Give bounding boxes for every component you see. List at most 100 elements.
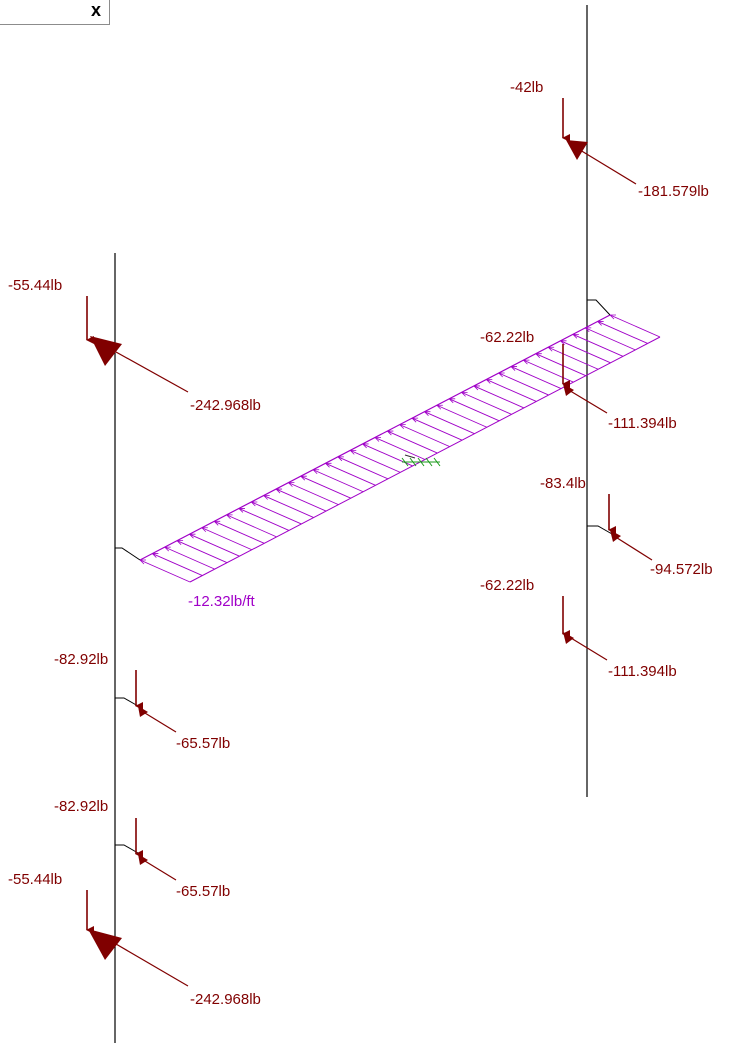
distributed-load-hatch-line [547, 346, 599, 370]
load-label-axial: -242.968lb [190, 991, 261, 1008]
distributed-load-arrowhead [213, 520, 221, 526]
distributed-load-arrowhead [349, 449, 357, 455]
axial-load-leader [139, 709, 177, 733]
axis-indicator-box: x [0, 0, 110, 25]
axial-load-leader [566, 388, 608, 414]
distributed-load-hatch-line [486, 379, 537, 402]
load-label-vertical: -55.44lb [8, 277, 62, 294]
distributed-load-arrowhead [387, 430, 394, 436]
load-label-axial: -242.968lb [190, 397, 261, 414]
distributed-load-hatch-line [374, 437, 426, 460]
distributed-load-hatch-line [350, 449, 401, 473]
distributed-load-hatch-line [411, 417, 463, 441]
distributed-load-hatch-line [238, 508, 290, 531]
distributed-load-hatch-line [214, 520, 265, 544]
distributed-load-hatch [139, 314, 661, 583]
distributed-load-arrowhead [597, 321, 604, 326]
joint-stub [115, 697, 139, 707]
distributed-load-hatch-line [263, 495, 314, 518]
load-triangle-left-lower [88, 929, 122, 960]
distributed-load-arrowhead [226, 514, 233, 520]
load-label-vertical: -83.4lb [540, 475, 586, 492]
distributed-load-arrowhead [572, 333, 579, 339]
distributed-load-arrowhead [325, 462, 332, 468]
load-label-axial: -94.572lb [650, 561, 713, 578]
axial-arrowhead [610, 530, 621, 542]
distributed-load-arrowhead [275, 488, 283, 494]
local-axis-icon [401, 454, 441, 467]
distributed-load-hatch-line [164, 546, 215, 570]
load-label-vertical: -82.92lb [54, 651, 108, 668]
distributed-load-hatch-line [226, 514, 277, 538]
distributed-load-arrowhead [312, 469, 320, 475]
load-label-vertical: -62.22lb [480, 577, 534, 594]
distributed-load-hatch-line [288, 482, 339, 506]
distributed-load-hatch-line [572, 333, 624, 357]
distributed-load-arrowhead [535, 353, 542, 358]
distributed-load-hatch-line [152, 553, 203, 576]
load-label-vertical: -42lb [510, 79, 543, 96]
distributed-load-hatch-line [560, 340, 611, 364]
axial-arrowhead [563, 384, 574, 396]
distributed-load-arrowhead [263, 495, 270, 500]
distributed-load-hatch-line [436, 404, 488, 428]
axis-label-x: x [91, 0, 102, 20]
distributed-load-arrowhead [201, 527, 208, 533]
distributed-load-arrowhead [152, 553, 159, 558]
axial-arrowhead [563, 632, 574, 644]
distributed-load-hatch-line [387, 430, 438, 454]
distributed-load-hatch-line [251, 501, 302, 525]
load-label-vertical: -62.22lb [480, 329, 534, 346]
distributed-load-hatch-line [312, 469, 364, 493]
distributed-load-arrowhead [523, 359, 530, 365]
axial-arrowhead [138, 854, 148, 865]
distributed-load-arrowhead [337, 456, 344, 462]
distributed-load-hatch-line [461, 391, 512, 415]
distributed-load-arrowhead [300, 475, 307, 481]
distributed-load-hatch-line [337, 456, 389, 480]
distributed-load-label: -12.32lb/ft [188, 593, 256, 610]
distributed-load-arrowhead [486, 379, 493, 384]
distributed-load-arrowhead [436, 404, 443, 410]
joint-stub [115, 844, 139, 854]
distributed-load-arrowhead [584, 327, 592, 333]
distributed-load-arrowhead [510, 366, 518, 371]
distributed-load-hatch-line [300, 475, 351, 499]
distributed-load-hatch-line [449, 398, 500, 422]
distributed-load-hatch-line [609, 314, 661, 338]
distributed-load-hatch-line [585, 327, 636, 351]
axial-load-leader [115, 943, 189, 987]
distributed-load-arrowhead [238, 508, 245, 513]
distributed-load-arrowhead [189, 533, 196, 539]
load-label-axial: -111.394lb [608, 415, 677, 432]
distributed-load-arrowhead [461, 391, 468, 397]
distributed-load-hatch-line [399, 424, 450, 448]
load-label-axial: -181.579lb [638, 183, 709, 200]
distributed-load-hatch-line [510, 366, 562, 389]
distributed-load-hatch-line [189, 533, 240, 557]
axial-arrowhead [138, 706, 148, 717]
distributed-load-arrowhead [498, 372, 505, 378]
joint-stub [115, 547, 141, 561]
distributed-load-arrowhead [547, 346, 555, 352]
distributed-load-arrowhead [448, 398, 456, 404]
joint-stub [587, 525, 613, 535]
distributed-load-hatch-line [523, 359, 574, 383]
distributed-load-hatch-line [473, 385, 525, 409]
distributed-load-arrowhead [560, 340, 567, 346]
distributed-load-arrowhead [176, 540, 184, 545]
distributed-load-arrowhead [424, 411, 431, 416]
axial-load-leader [613, 535, 653, 561]
load-label-axial: -65.57lb [176, 883, 230, 900]
distributed-load-hatch-line [201, 527, 253, 551]
distributed-load-hatch-line [597, 321, 648, 344]
distributed-load-hatch-line [176, 540, 228, 564]
distributed-load-arrowhead [362, 443, 369, 449]
distributed-load-hatch-line [275, 488, 327, 512]
distributed-load-arrowhead [411, 417, 419, 423]
load-label-vertical: -55.44lb [8, 871, 62, 888]
distributed-load-arrowhead [288, 482, 295, 487]
distributed-load-hatch-line [498, 372, 549, 396]
axial-load-leader [115, 351, 189, 393]
